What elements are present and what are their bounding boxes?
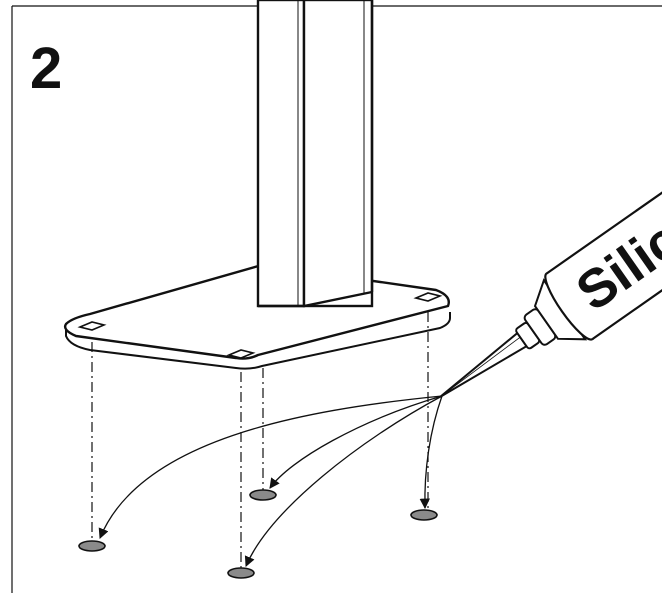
silicone-dot-icon — [78, 489, 438, 579]
step-number: 2 — [30, 36, 62, 101]
silicone-cartridge-icon: Silicon — [439, 110, 662, 398]
plate-hole-right — [413, 292, 443, 302]
silicone-dot-left — [78, 540, 106, 552]
square-post-icon — [256, 0, 374, 308]
silicone-dot-back — [249, 489, 277, 501]
application-arrows — [98, 395, 443, 567]
plate-hole-front — [226, 349, 256, 359]
plate-hole-left — [77, 321, 107, 331]
silicone-dot-right — [410, 509, 438, 521]
silicone-dot-front — [227, 567, 255, 579]
drill-guide-lines — [91, 312, 429, 570]
